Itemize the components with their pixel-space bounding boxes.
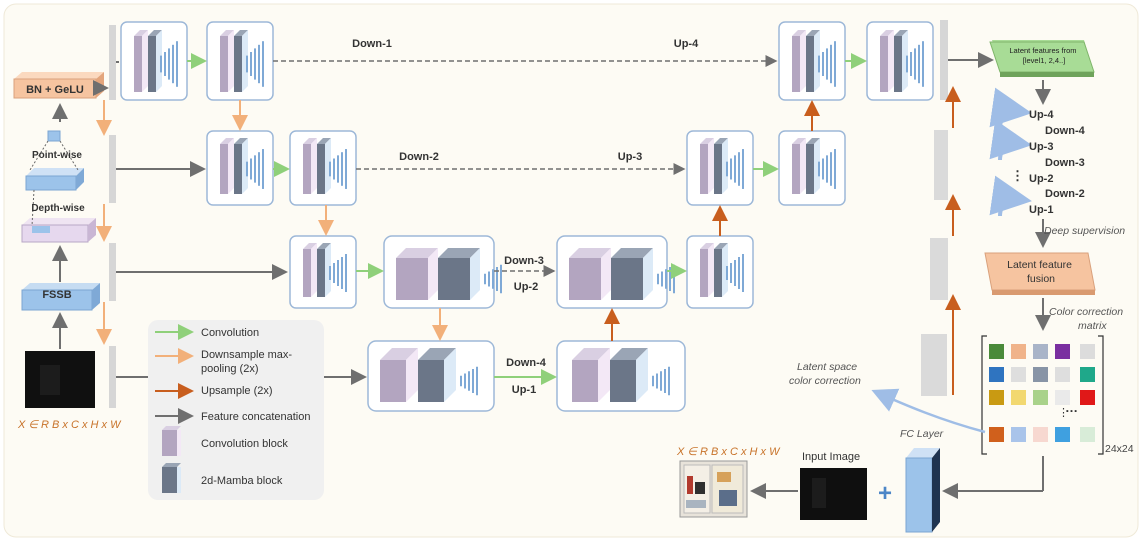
color-correction-arrow (871, 388, 986, 434)
input-image-thumbnail (800, 468, 867, 520)
svg-text:…: … (1065, 400, 1078, 415)
matrix-cell (1033, 427, 1048, 442)
point-wise-label: Point-wise (32, 150, 82, 161)
stage-up1: Up-1 (512, 384, 536, 396)
upsample-curve-2 (989, 119, 1032, 161)
fc-layer-label: FC Layer (900, 428, 944, 440)
upsample-curve-3 (989, 175, 1032, 217)
legend-panel (148, 320, 324, 500)
out-bar-1 (940, 20, 948, 100)
stage-down1: Down-1 (352, 38, 392, 50)
ccm-label: Color correction matrix (1049, 306, 1126, 332)
matrix-cell (1011, 427, 1026, 442)
right-up1: Up-1 (1029, 204, 1053, 216)
output-dims-label: X ∈ R B x C x H x W (676, 446, 781, 458)
matrix-cell (1011, 390, 1026, 405)
out-bar-4 (921, 334, 947, 396)
out-bar-3 (930, 238, 948, 300)
legend: Convolution Downsample max- pooling (2x)… (148, 320, 324, 500)
latent-fusion-box: Latent feature fusion (984, 252, 1096, 295)
matrix-cell (1033, 344, 1048, 359)
level4-bar (109, 346, 116, 408)
matrix-cell (989, 367, 1004, 382)
bn-gelu-label: BN + GeLU (26, 84, 84, 96)
right-up4: Up-4 (1029, 109, 1054, 121)
depth-wise-block: Depth-wise (21, 189, 96, 243)
block-contents (134, 30, 924, 402)
latent-fusion-label: Latent feature fusion (1007, 259, 1075, 285)
input-dims-label: X ∈ R B x C x H x W (17, 419, 122, 431)
matrix-cell (989, 390, 1004, 405)
legend-concat: Feature concatenation (201, 411, 310, 423)
legend-mamba-block-icon (162, 463, 181, 493)
legend-conv-block: Convolution block (201, 438, 288, 450)
legend-downsample: Downsample max- pooling (2x) (201, 349, 295, 375)
stage-up3: Up-3 (618, 151, 642, 163)
stage-down4: Down-4 (506, 357, 547, 369)
matrix-cell (1080, 367, 1095, 382)
output-image-thumbnail (679, 460, 748, 518)
right-up3: Up-3 (1029, 141, 1053, 153)
latent-features-box: Latent features from [level1, 2,4..] (989, 40, 1095, 77)
legend-convolution: Convolution (201, 327, 259, 339)
point-wise-block: Point-wise (25, 130, 84, 191)
matrix-cell (989, 344, 1004, 359)
right-dots: ⋮ (1011, 168, 1024, 183)
input-image-label: Input Image (802, 451, 860, 463)
matrix-cell (1055, 367, 1070, 382)
color-correction-matrix: ⋮ … (981, 335, 1104, 455)
matrix-size-label: 24x24 (1105, 443, 1134, 455)
depth-wise-label: Depth-wise (31, 203, 85, 214)
stage-down3: Down-3 (504, 255, 544, 267)
stage-up2: Up-2 (514, 281, 538, 293)
matrix-cell (1011, 367, 1026, 382)
right-down2: Down-2 (1045, 188, 1085, 200)
bn-gelu-block: BN + GeLU (13, 72, 104, 99)
matrix-cell (1080, 427, 1095, 442)
matrix-cell (1080, 390, 1095, 405)
right-up2: Up-2 (1029, 173, 1053, 185)
fssb-label: FSSB (42, 289, 71, 301)
matrix-cell (1033, 390, 1048, 405)
deep-supervision-label: Deep supervision (1044, 225, 1125, 237)
matrix-cell (1033, 367, 1048, 382)
legend-mamba-block: 2d-Mamba block (201, 475, 283, 487)
stage-down2: Down-2 (399, 151, 439, 163)
svg-text:⋮: ⋮ (1058, 407, 1069, 419)
legend-upsample: Upsample (2x) (201, 385, 273, 397)
right-down4: Down-4 (1045, 125, 1086, 137)
out-bar-2 (934, 130, 948, 200)
right-down3: Down-3 (1045, 157, 1085, 169)
matrix-cell (1055, 344, 1070, 359)
matrix-cell (1055, 390, 1070, 405)
stage-up4: Up-4 (674, 38, 699, 50)
matrix-cell (1080, 344, 1095, 359)
latent-features-label: Latent features from [level1, 2,4..] (1009, 46, 1078, 65)
matrix-cell (989, 427, 1004, 442)
matrix-cell (1011, 344, 1026, 359)
fssb-block: FSSB (21, 283, 100, 311)
matrix-cell (1055, 427, 1070, 442)
plus-sign: + (878, 480, 892, 507)
level3-bar (109, 243, 116, 301)
level2-bar (109, 135, 116, 203)
level1-bar (109, 25, 116, 100)
legend-conv-block-icon (162, 426, 181, 456)
latent-color-correction-label: Latent space color correction (789, 361, 861, 387)
fc-layer-block (905, 448, 940, 533)
